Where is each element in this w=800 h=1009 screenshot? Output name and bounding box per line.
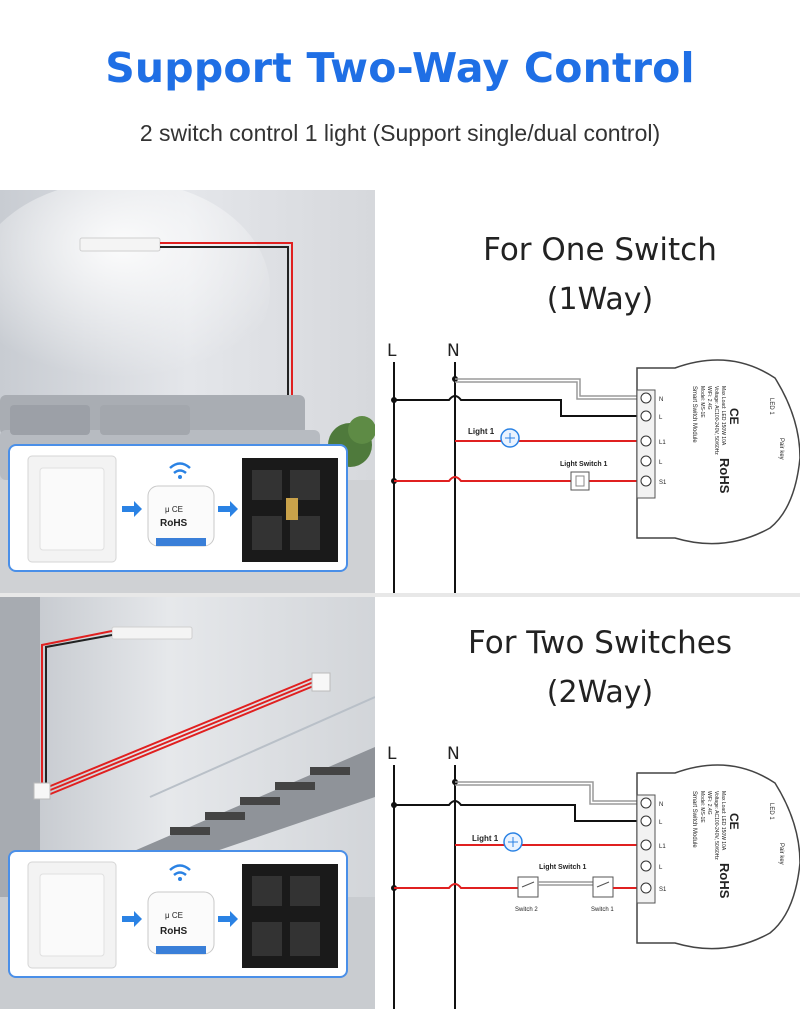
svg-text:Model: MS-1E: Model: MS-1E — [699, 791, 705, 823]
smart-switch-module-diagram: N L L1 L S1 Smart Switch Module Model: M… — [636, 359, 800, 545]
module-rohs-label: RoHS — [160, 518, 188, 529]
svg-text:CE: CE — [727, 408, 741, 425]
svg-text:WiFi: 2.4G: WiFi: 2.4G — [706, 386, 712, 410]
page-subtitle: 2 switch control 1 light (Support single… — [139, 120, 661, 146]
light-bulb-icon — [500, 428, 520, 448]
page-title: Support Two-Way Control — [105, 44, 695, 92]
smart-switch-module — [147, 485, 215, 547]
one-switch-section: RoHS μ CE For One Switch (1Way) L N — [0, 190, 800, 595]
smart-switch-module-diagram: N L L1 L S1 Smart Switch Module Model: M… — [636, 764, 800, 950]
switch-1-label: Switch 1 — [591, 907, 614, 913]
svg-text:LED 1: LED 1 — [768, 803, 774, 820]
line-label-N: N — [447, 341, 460, 361]
section-divider — [0, 593, 800, 597]
svg-text:CE: CE — [727, 813, 741, 830]
svg-text:S1: S1 — [659, 887, 667, 893]
heading-one-switch: For One Switch — [483, 232, 717, 268]
wiring-diagram-one-switch: L N Light 1 Light Switch 1 — [375, 338, 800, 595]
svg-text:L: L — [659, 820, 663, 826]
svg-text:Model: MS-1E: Model: MS-1E — [699, 386, 705, 418]
wall-lamp — [111, 626, 193, 640]
wifi-icon — [169, 462, 191, 479]
svg-text:L: L — [659, 415, 663, 421]
line-label-N: N — [447, 744, 460, 764]
svg-text:S1: S1 — [659, 480, 667, 486]
svg-text:RoHS: RoHS — [717, 863, 732, 899]
heading-one-switch-way: (1Way) — [546, 282, 654, 317]
svg-text:Max Load: LED 150W 10A: Max Load: LED 150W 10A — [720, 386, 726, 446]
line-label-L: L — [387, 341, 397, 361]
wiring-diagram-two-switches: L N Light 1 Light Switch 1 — [375, 741, 800, 1009]
arrow-icon — [218, 501, 238, 517]
svg-text:L1: L1 — [659, 844, 666, 850]
svg-text:L: L — [659, 460, 663, 466]
heading-two-switches-way: (2Way) — [546, 675, 654, 710]
switch-group-label: Light Switch 1 — [539, 864, 587, 871]
switch-label: Light Switch 1 — [560, 461, 608, 468]
product-callout-one-switch: RoHS μ CE — [8, 444, 348, 572]
arrow-icon — [122, 501, 142, 517]
lower-wall-switch — [33, 782, 51, 800]
wifi-icon — [169, 864, 191, 881]
svg-text:N: N — [659, 802, 663, 808]
svg-text:Voltage: AC100-240V, 50/60Hz: Voltage: AC100-240V, 50/60Hz — [713, 386, 719, 455]
svg-text:Max Load: LED 150W 10A: Max Load: LED 150W 10A — [720, 791, 726, 851]
light-label: Light 1 — [468, 427, 495, 436]
switch-2-label: Switch 2 — [515, 907, 538, 913]
svg-text:Pair key: Pair key — [778, 438, 784, 460]
module-ce-label: μ CE — [165, 911, 183, 920]
arrow-icon — [218, 911, 238, 927]
product-callout-two-switches: RoHS μ CE — [8, 850, 348, 978]
svg-text:LED 1: LED 1 — [768, 398, 774, 415]
light-label: Light 1 — [472, 834, 499, 843]
svg-text:Pair key: Pair key — [778, 843, 784, 865]
svg-text:RoHS: RoHS — [717, 458, 732, 494]
two-switches-section: RoHS μ CE For Two Switches (2Way) L N — [0, 597, 800, 1009]
wall-lamp — [79, 237, 161, 252]
upper-wall-switch — [311, 672, 331, 692]
svg-text:N: N — [659, 397, 663, 403]
svg-text:Smart Switch Module: Smart Switch Module — [691, 791, 697, 848]
svg-text:WiFi: 2.4G: WiFi: 2.4G — [706, 791, 712, 815]
svg-text:Voltage: AC100-240V, 50/60Hz: Voltage: AC100-240V, 50/60Hz — [713, 791, 719, 860]
line-label-L: L — [387, 744, 397, 764]
svg-text:L: L — [659, 865, 663, 871]
arrow-icon — [122, 911, 142, 927]
svg-text:L1: L1 — [659, 440, 666, 446]
heading-two-switches: For Two Switches — [468, 625, 732, 661]
switch-2-icon — [517, 876, 539, 898]
module-rohs-label: RoHS — [160, 926, 188, 937]
switch-1-icon — [592, 876, 614, 898]
light-bulb-icon — [503, 832, 523, 852]
staircase — [120, 696, 375, 877]
smart-switch-module — [147, 891, 215, 955]
module-ce-label: μ CE — [165, 505, 183, 514]
svg-text:Smart Switch Module: Smart Switch Module — [691, 386, 697, 443]
